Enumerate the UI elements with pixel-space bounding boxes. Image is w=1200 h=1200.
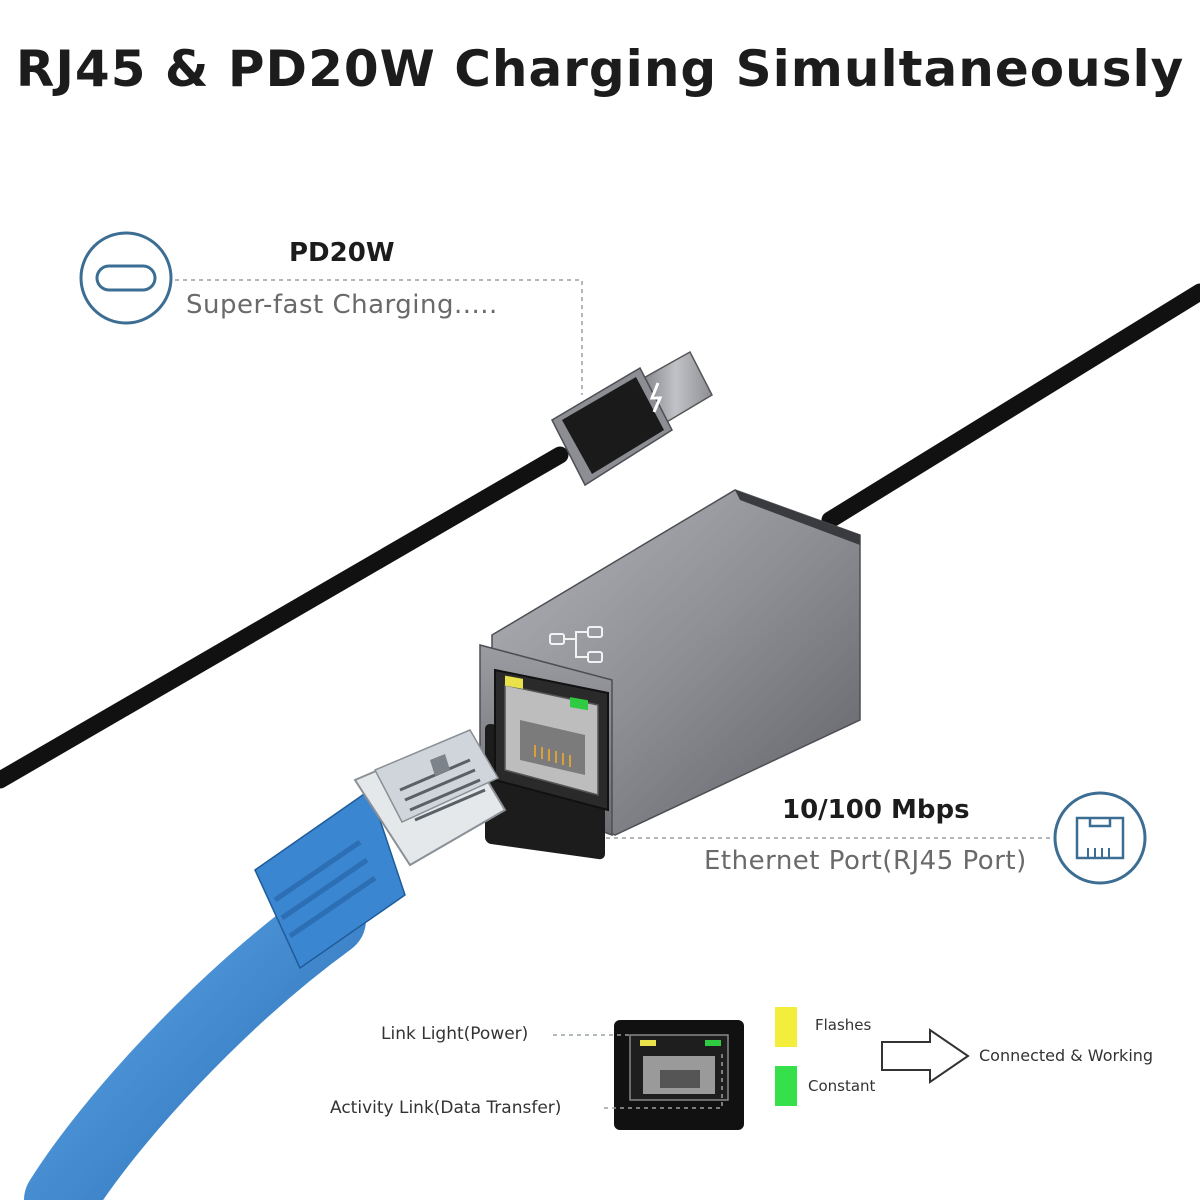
rj45-port-icon: [1053, 791, 1147, 885]
result-label: Connected & Working: [979, 1046, 1154, 1065]
flashes-label: Flashes: [815, 1016, 872, 1034]
ethernet-subtext: Ethernet Port(RJ45 Port): [704, 846, 1027, 876]
constant-swatch: [775, 1066, 797, 1106]
pd-leader-line: [175, 279, 583, 395]
link-light-label: Link Light(Power): [381, 1024, 529, 1044]
activity-label: Activity Link(Data Transfer): [330, 1098, 562, 1118]
ethernet-adapter: [479, 489, 861, 860]
activity-leader: [604, 1052, 723, 1109]
usb-c-port-icon: [79, 231, 173, 325]
constant-label: Constant: [808, 1077, 876, 1095]
usb-c-plug: [551, 350, 713, 487]
arrow-right-icon: [881, 1028, 970, 1084]
usb-c-cable-left: [0, 446, 569, 789]
network-icon: [549, 626, 603, 663]
ethernet-heading: 10/100 Mbps: [782, 795, 970, 825]
blue-ethernet-cable: [24, 729, 507, 1200]
flashes-swatch: [775, 1007, 797, 1047]
pd-subtext: Super-fast Charging.....: [186, 290, 498, 320]
pd-heading: PD20W: [289, 238, 395, 268]
page-title: RJ45 & PD20W Charging Simultaneously: [15, 40, 1185, 98]
usb-c-cable-long: [821, 283, 1200, 529]
legend-port-diagram: [614, 1020, 744, 1130]
